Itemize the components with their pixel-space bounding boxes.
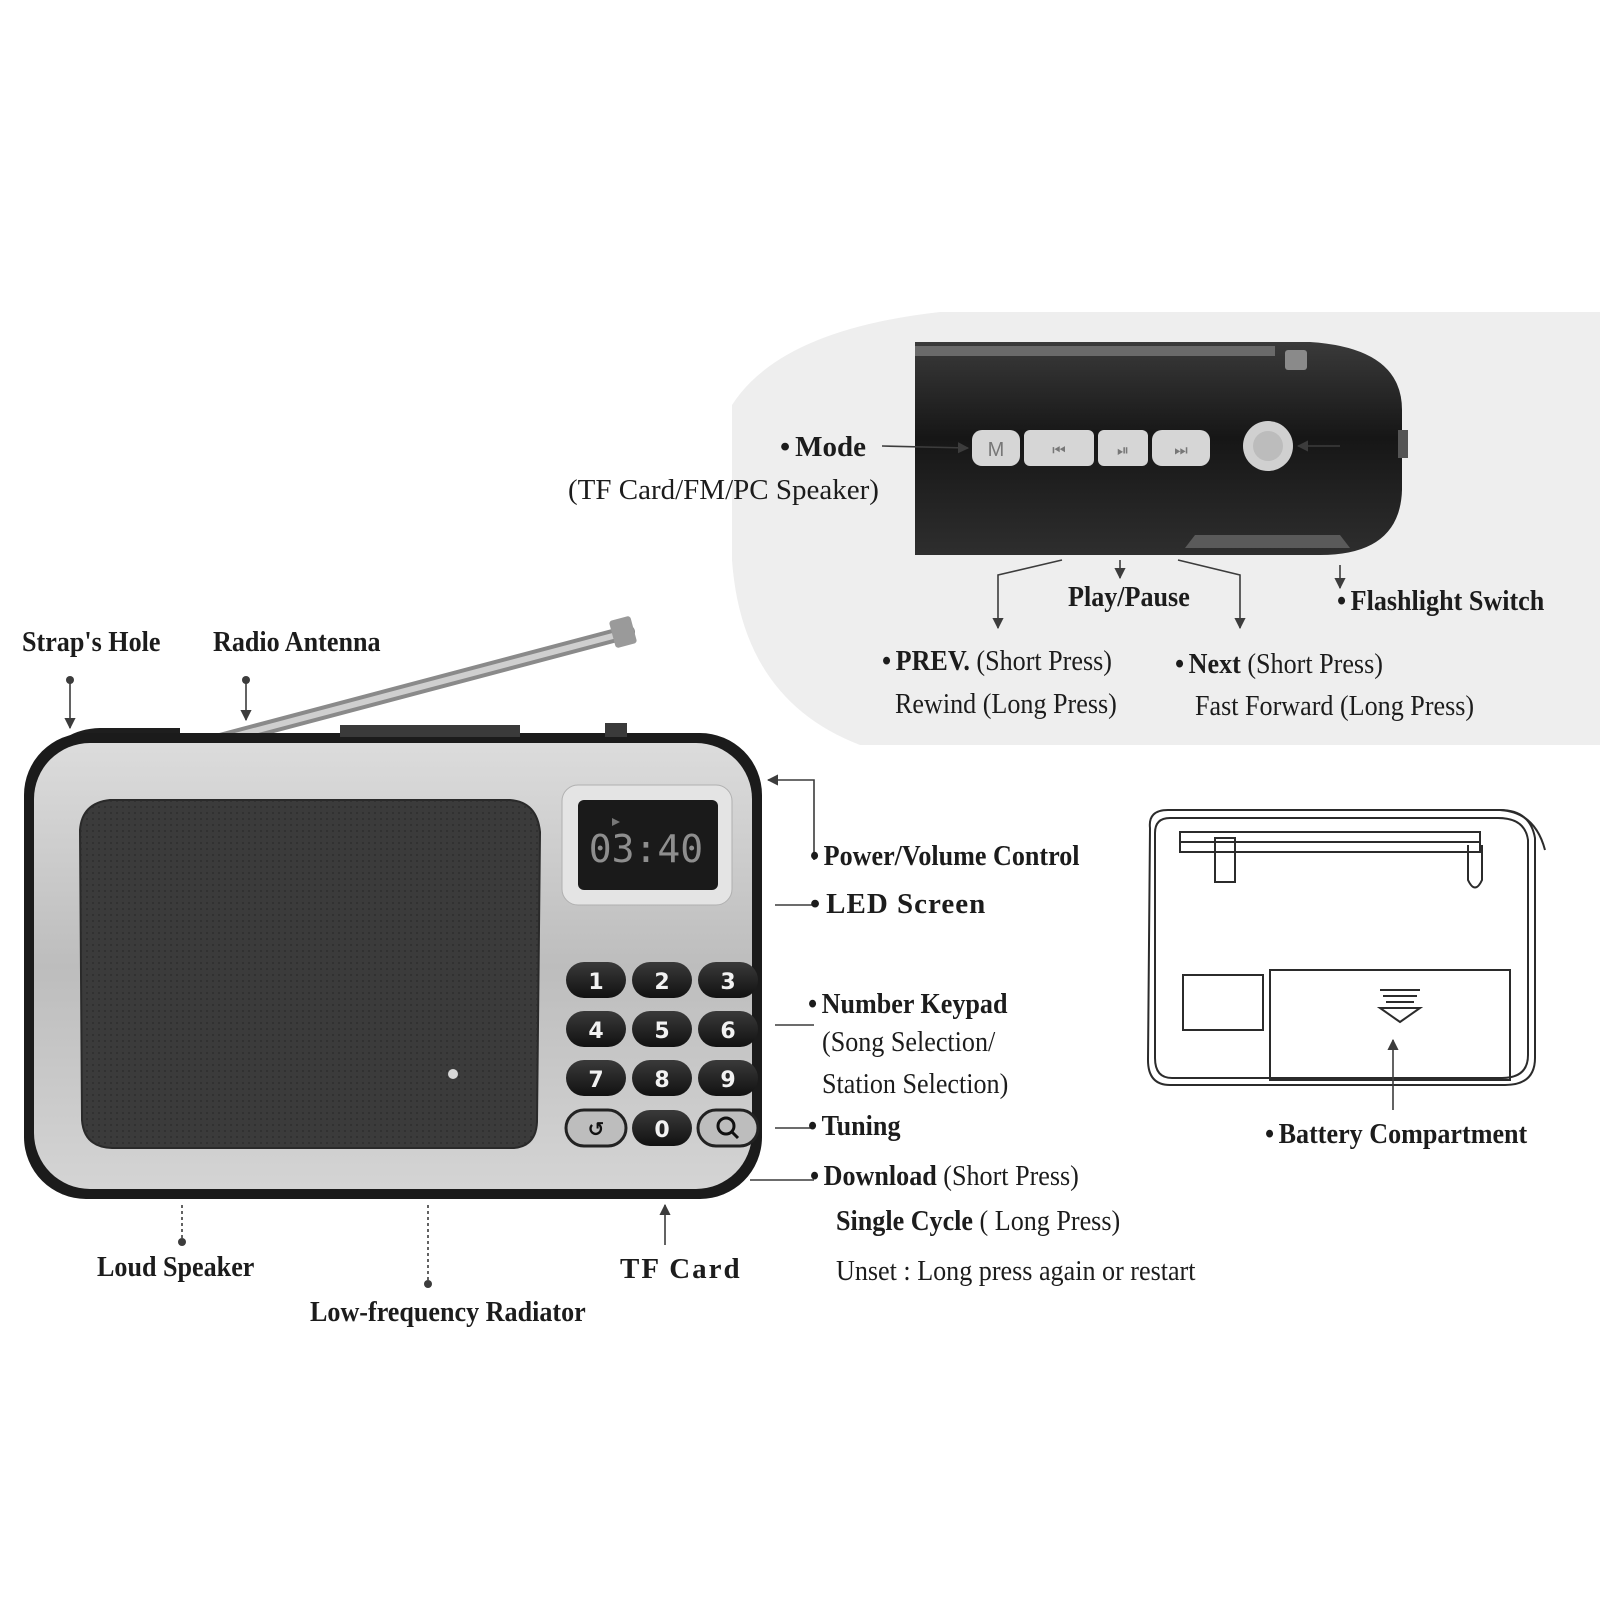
key-1-label: 1 (588, 970, 603, 995)
next-label: Next (Short Press) (1175, 650, 1383, 679)
number-keypad-label: Number Keypad (808, 990, 1008, 1019)
key-0[interactable] (632, 1110, 692, 1146)
single-cycle-long: ( Long Press) (979, 1205, 1121, 1237)
radio-antenna-label: Radio Antenna (213, 626, 381, 658)
download-label: Download (Short Press) (810, 1162, 1079, 1191)
key-7[interactable] (566, 1060, 626, 1096)
key-3-label: 3 (720, 970, 735, 995)
key-2[interactable] (632, 962, 692, 998)
number-keypad-text: Number Keypad (821, 988, 1008, 1020)
play-pause-button[interactable] (1098, 430, 1148, 466)
top-buttons: M ⏮ ⏯ ⏭ (972, 421, 1293, 471)
key-9[interactable] (698, 1060, 758, 1096)
straps-hole-label: Strap's Hole (22, 626, 161, 658)
battery-text: Battery Compartment (1278, 1118, 1528, 1150)
battery-label: Battery Compartment (1265, 1118, 1528, 1150)
next-ff: Fast Forward (Long Press) (1195, 690, 1475, 722)
key-4[interactable] (566, 1011, 626, 1047)
back-view-device (1146, 809, 1546, 1086)
power-volume-text: Power/Volume Control (823, 840, 1080, 872)
key-8[interactable] (632, 1060, 692, 1096)
play-pause-label: Play/Pause (1068, 581, 1190, 613)
mode-label-text: Mode (795, 431, 867, 463)
key-8-label: 8 (654, 1068, 669, 1093)
single-cycle-text: Single Cycle (836, 1205, 974, 1237)
antenna (183, 616, 637, 755)
key-4-label: 4 (588, 1019, 603, 1044)
tuning-text: Tuning (821, 1110, 901, 1142)
speaker-grille (78, 799, 542, 1149)
low-freq-label: Low-frequency Radiator (310, 1296, 586, 1328)
flashlight-label-text: Flashlight Switch (1350, 585, 1545, 617)
tuning-back-key[interactable] (564, 1108, 628, 1148)
key-9-label: 9 (720, 1068, 735, 1093)
loud-speaker-label: Loud Speaker (97, 1251, 255, 1283)
play-pause-icon: ⏯ (1117, 441, 1129, 459)
led-screen-label: LED Screen (810, 890, 986, 919)
song-selection: (Song Selection/ (822, 1026, 996, 1058)
power-volume-label: Power/Volume Control (810, 842, 1080, 871)
next-label-text: Next (1188, 648, 1241, 680)
leader-dots (66, 676, 432, 1288)
prev-rewind: Rewind (Long Press) (895, 688, 1117, 720)
mode-label: Mode (780, 433, 866, 462)
key-2-label: 2 (654, 970, 669, 995)
prev-short: (Short Press) (976, 645, 1112, 677)
single-cycle-label: Single Cycle ( Long Press) (836, 1207, 1120, 1236)
tf-card-label: TF Card (620, 1253, 742, 1285)
search-icon (716, 1116, 736, 1136)
next-short: (Short Press) (1247, 648, 1383, 680)
key-7-label: 7 (588, 1068, 603, 1093)
key-3[interactable] (698, 962, 758, 998)
key-0-label: 0 (654, 1118, 669, 1143)
key-6-label: 6 (720, 1019, 735, 1044)
prev-label: PREV. (Short Press) (882, 647, 1112, 676)
station-selection: Station Selection) (822, 1068, 1009, 1100)
mode-button[interactable] (972, 430, 1020, 466)
mode-key-glyph: M (988, 439, 1005, 461)
mode-sublabel: (TF Card/FM/PC Speaker) (568, 474, 879, 506)
lcd-time: 03:40 (589, 827, 703, 871)
key-1[interactable] (566, 962, 626, 998)
flashlight-label: Flashlight Switch (1337, 585, 1545, 617)
key-5-label: 5 (654, 1019, 669, 1044)
led-screen-text: LED Screen (826, 888, 987, 920)
prev-icon: ⏮ (1052, 441, 1066, 459)
next-button[interactable] (1152, 430, 1210, 466)
download-text: Download (823, 1160, 937, 1192)
unset-label: Unset : Long press again or restart (836, 1255, 1196, 1287)
key-6[interactable] (698, 1011, 758, 1047)
download-short: (Short Press) (943, 1160, 1079, 1192)
prev-button[interactable] (1024, 430, 1094, 466)
next-icon: ⏭ (1174, 441, 1188, 459)
key-5[interactable] (632, 1011, 692, 1047)
leader-lines (64, 440, 1399, 1282)
number-keypad: 1 2 3 4 5 6 7 8 9 (566, 962, 758, 1096)
tuning-back-icon: ↺ (588, 1117, 605, 1141)
prev-label-text: PREV. (895, 645, 970, 677)
function-keys: ↺ 0 (564, 1108, 760, 1148)
search-key[interactable] (696, 1108, 760, 1148)
tuning-label: Tuning (808, 1112, 901, 1141)
